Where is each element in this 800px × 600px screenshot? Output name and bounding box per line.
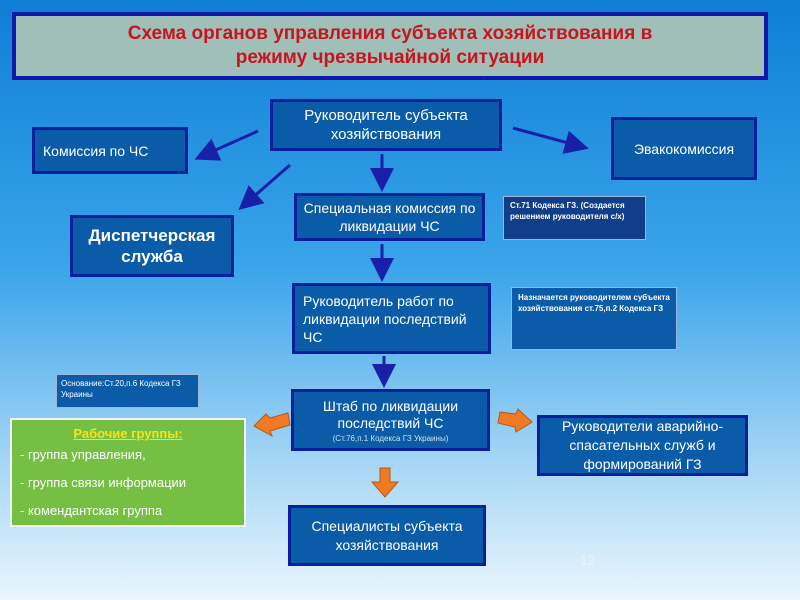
working-groups-title: Рабочие группы: [73,426,183,441]
node-works-leader: Руководитель работ по ликвидации последс… [292,283,491,354]
hq-sublabel: (Ст.76,п.1 Кодекса ГЗ Украины) [332,433,449,443]
node-specialists: Специалисты субъекта хозяйствования [288,505,486,566]
list-item: - группа управления, [20,447,146,462]
node-commission: Комиссия по ЧС [32,127,188,174]
orange-arrow-to-groups [253,412,291,438]
list-item: - группа связи информации [20,475,187,490]
node-head: Руководитель субъекта хозяйствования [270,99,502,151]
title-line-2: режиму чрезвычайной ситуации [235,47,545,68]
node-hq: Штаб по ликвидации последствий ЧС (Ст.76… [291,389,490,451]
orange-arrow-to-specialists [370,467,400,498]
title-line-1: Схема органов управления субъекта хозяйс… [127,23,653,44]
working-groups-list: - группа управления, - группа связи инфо… [12,441,244,525]
node-dispatch: Диспетчерская служба [70,215,234,277]
node-rescue-leaders: Руководители аварийно-спасательных служб… [537,415,748,476]
page-number: 12 [580,552,596,568]
arrow-head-to-commission [194,129,259,161]
node-special-commission: Специальная комиссия по ликвидации ЧС [294,193,485,241]
list-item: - комендантская группа [20,503,163,518]
arrow-head-to-evac [512,126,589,154]
page-title: Схема органов управления субъекта хозяйс… [12,12,768,80]
note-article-20: Основание:Ст.20,п.6 Кодекса ГЗ Украины [56,374,199,408]
note-article-75: Назначается руководителем субъекта хозяй… [511,287,677,350]
hq-label: Штаб по ликвидации последствий ЧС [322,397,459,431]
arrow-head-to-dispatch [238,163,291,210]
working-groups: Рабочие группы: - группа управления, - г… [10,418,246,527]
note-article-71: Ст.71 Кодекса ГЗ. (Создается решением ру… [503,196,646,240]
orange-arrow-to-rescue [497,408,533,433]
node-evac: Эвакокомиссия [611,117,757,180]
